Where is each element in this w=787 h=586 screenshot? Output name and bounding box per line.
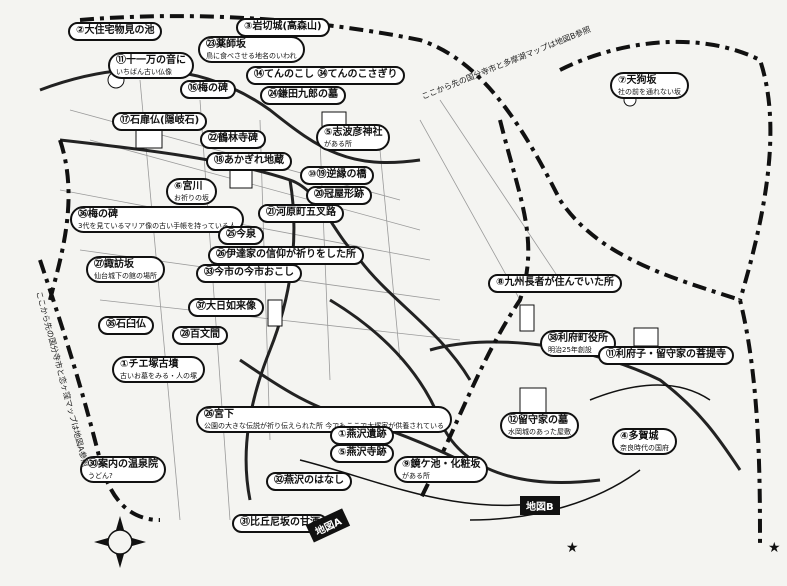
place-label[interactable]: ⑳冠屋形跡 [306, 186, 372, 205]
place-label[interactable]: ③岩切城(高森山) [236, 18, 330, 37]
place-label[interactable]: ㉓薬師坂鳥に食べさせる地名のいわれ [198, 36, 305, 64]
place-label[interactable]: ①燕沢遺跡 [330, 426, 395, 445]
place-label[interactable]: ㉑河原町五叉路 [258, 204, 344, 223]
place-label[interactable]: ④多賀城奈良時代の国府 [612, 428, 677, 456]
map-b-marker: 地図B [520, 496, 560, 515]
place-label[interactable]: ㉟石臼仏 [98, 316, 154, 335]
place-label[interactable]: ㉒鶴林寺碑 [200, 130, 266, 149]
place-label[interactable]: ⑩⑲逆縁の橋 [300, 166, 375, 185]
place-label[interactable]: ⑭てんのこし ㉞てんのこさぎり [246, 66, 406, 85]
place-label[interactable]: ⑪十一万の音にいちばん古い仏像 [108, 52, 194, 80]
svg-text:★: ★ [768, 540, 781, 556]
district-boundaries [38, 14, 773, 547]
place-label[interactable]: ①チエ塚古墳古いお墓をみる・人の塚 [112, 356, 205, 384]
place-label[interactable]: ⑤燕沢寺跡 [330, 444, 395, 463]
compass-icon [94, 516, 146, 568]
place-label[interactable]: ㉘百文間 [172, 326, 228, 345]
svg-text:★: ★ [566, 540, 579, 556]
place-label[interactable]: ㉚案内の温泉院うどん? [80, 456, 166, 484]
place-label[interactable]: ⑤志波彦神社がある所 [316, 124, 391, 152]
place-label[interactable]: ㉗諏訪坂仙台城下の館の場所 [86, 256, 165, 284]
place-label[interactable]: ㊲大日如来像 [188, 298, 264, 317]
place-label[interactable]: ⑯梅の碑 [180, 80, 236, 99]
place-label[interactable]: ㉔鎌田九郎の墓 [260, 86, 346, 105]
place-label[interactable]: ⑪利府子・留守家の菩提寺 [598, 346, 734, 365]
place-label[interactable]: ⑥宮川お祈りの坂 [166, 178, 217, 206]
place-label[interactable]: ㉕今泉 [218, 226, 264, 245]
place-label[interactable]: ㉜燕沢のはなし [266, 472, 352, 491]
place-label[interactable]: ⑰石扉仏(隠岐石) [112, 112, 208, 131]
place-label[interactable]: ㊳利府町役所明治25年創設 [540, 330, 616, 358]
place-label[interactable]: ⑱あかぎれ地蔵 [206, 152, 292, 171]
place-label[interactable]: ⑫留守家の墓水岡城のあった屋敷 [500, 412, 579, 440]
place-label[interactable]: ⑦天狗坂社の前を通れない坂 [610, 72, 689, 100]
place-label[interactable]: ㉖宮下公園の大きな伝説が祈り伝えられた所 今でもここで大塚家が供養されている [196, 406, 453, 434]
place-label[interactable]: ⑧九州長者が住んでいた所 [488, 274, 622, 293]
place-label[interactable]: ②大住宅物見の池 [68, 22, 163, 41]
star-markers: ★ ★ [566, 540, 781, 556]
place-label[interactable]: ㉝今市の今市おこし [196, 264, 302, 283]
place-label[interactable]: ㉖伊達家の信仰が祈りをした所 [208, 246, 364, 265]
place-label[interactable]: ⑨鏡ケ池・化粧坂がある所 [394, 456, 489, 484]
street-grid [59, 79, 561, 521]
